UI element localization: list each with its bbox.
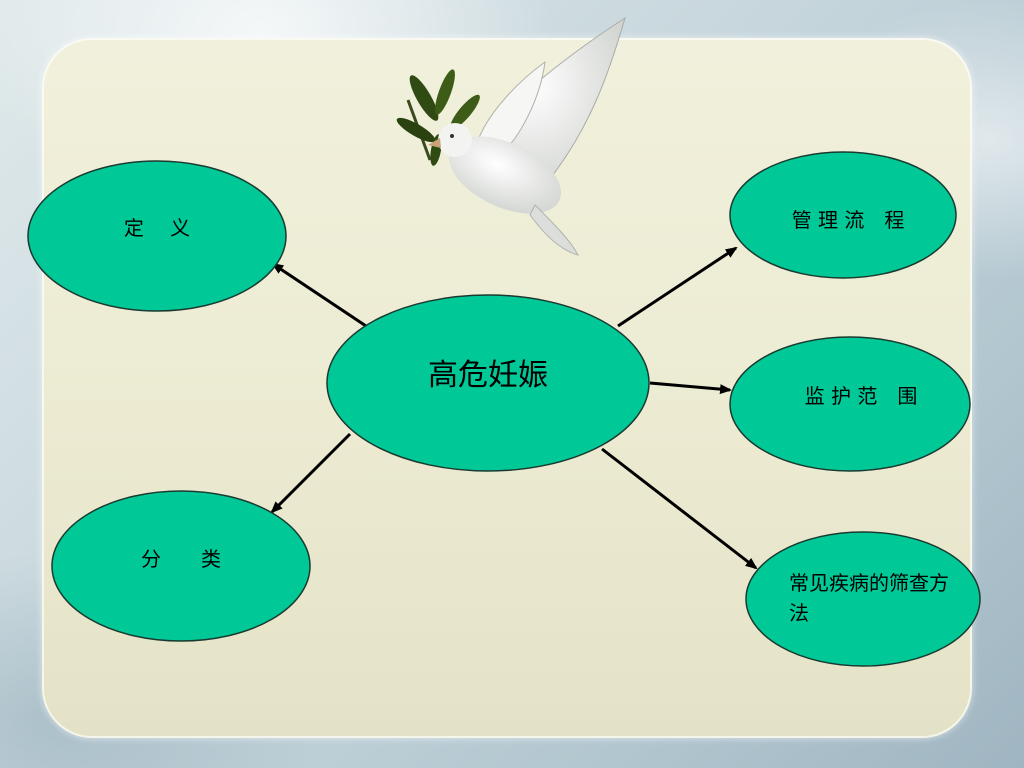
node-center — [326, 294, 650, 472]
arrow-to-classification — [270, 432, 352, 514]
arrow-to-definition — [271, 262, 367, 328]
node-management — [729, 151, 957, 279]
arrow-to-management — [617, 246, 738, 328]
node-classification-label: 分 类 — [141, 547, 221, 571]
node-classification — [51, 490, 311, 642]
node-screening-label: 常见疾病的筛查方法 — [789, 571, 949, 625]
center-node-label: 高危妊娠 — [428, 358, 548, 393]
nodes — [27, 151, 981, 667]
node-screening — [745, 531, 981, 667]
arrow-to-screening — [601, 447, 758, 570]
dove-with-olive-branch-icon — [396, 16, 626, 256]
node-management-label: 管 理 流 程 — [791, 208, 905, 232]
node-monitoring — [729, 336, 971, 472]
arrow-to-monitoring — [649, 381, 732, 395]
arrows — [270, 246, 758, 570]
node-monitoring-label: 监 护 范 围 — [804, 384, 918, 408]
node-definition — [27, 160, 287, 312]
node-definition-label: 定 义 — [123, 216, 191, 240]
